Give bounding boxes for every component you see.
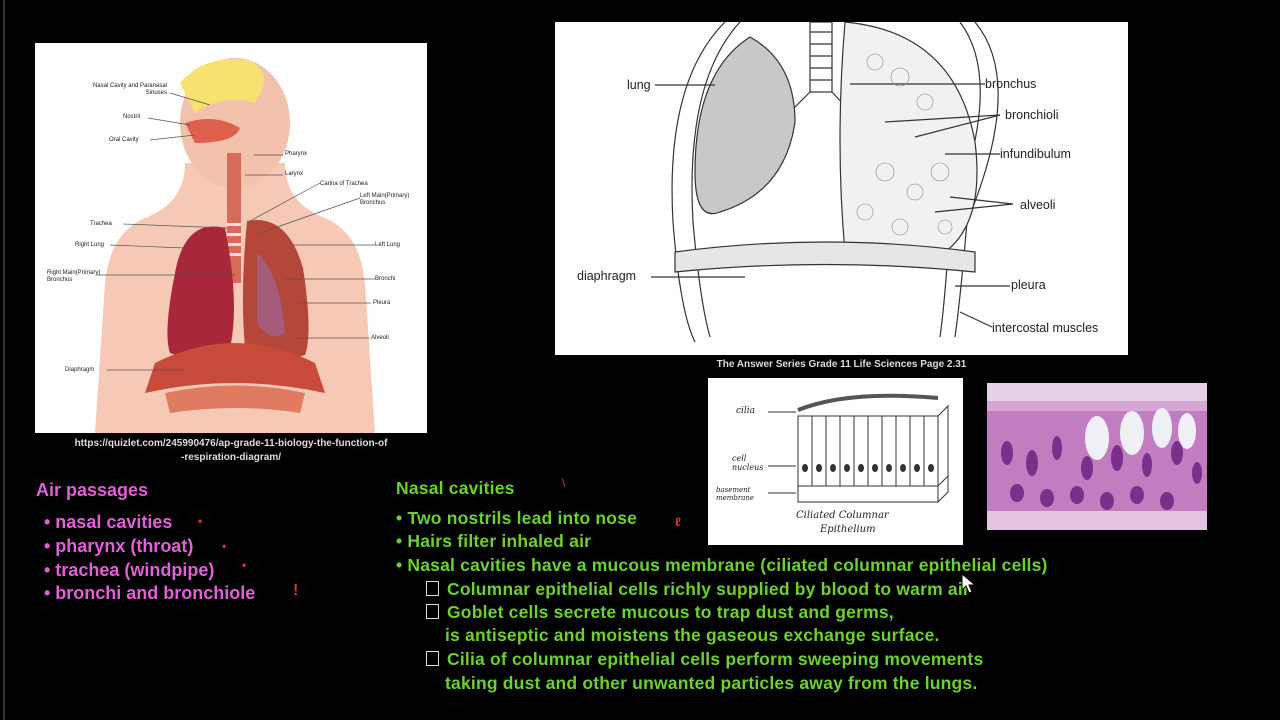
label-nasal-cavity: Nasal Cavity and Paranasal Sinuses — [92, 83, 167, 96]
label-basement-membrane: basement membrane — [716, 486, 755, 502]
checkbox-icon — [426, 581, 439, 596]
ciliated-epithelium-sketch: cilia cell nucleus basement membrane Cil… — [708, 378, 963, 545]
label-alveoli-lung: alveoli — [1020, 198, 1056, 212]
left-image-source-line2: -respiration-diagram/ — [180, 452, 282, 463]
checkbox-icon — [426, 604, 439, 619]
annotation-dot: • — [198, 514, 203, 528]
label-pleura: Pleura — [373, 300, 391, 306]
micrograph-drawing — [987, 383, 1207, 530]
left-image-source-line1: https://quizlet.com/245990476/ap-grade-1… — [74, 438, 388, 449]
annotation-dot: • — [222, 539, 227, 553]
label-right-lung: Right Lung — [75, 242, 105, 248]
air-item-pharynx: • pharynx (throat) — [44, 536, 194, 556]
label-diaphragm-lung: diaphragm — [577, 269, 637, 283]
mouse-cursor-icon — [961, 573, 977, 594]
sub-item-columnar: Columnar epithelial cells richly supplie… — [426, 579, 970, 600]
label-right-bronchus: Right Main(Primary) Bronchus — [47, 270, 101, 283]
nasal-item-mucous: • Nasal cavities have a mucous membrane … — [396, 555, 1048, 575]
label-larynx: Larynx — [285, 171, 304, 177]
lung-cross-section-drawing — [651, 22, 1014, 343]
lung-image-source: The Answer Series Grade 11 Life Sciences… — [716, 359, 967, 370]
sketch-title-line1: Ciliated Columnar — [796, 510, 889, 521]
respiratory-system-image: Nasal Cavity and Paranasal Sinuses Nostr… — [35, 43, 427, 433]
nasal-cavities-title: Nasal cavities — [396, 478, 515, 498]
left-edge-line — [3, 0, 5, 720]
label-left-bronchus: Left Main(Primary) Bronchus — [360, 193, 410, 206]
label-cilia: cilia — [736, 406, 756, 416]
label-pharynx: Pharynx — [285, 151, 308, 157]
epithelium-sketch-drawing — [768, 393, 949, 503]
air-item-trachea: • trachea (windpipe) — [44, 560, 215, 580]
lung-diagram-image: lung bronchus bronchioli infundibulum al… — [555, 22, 1128, 355]
label-bronchioli: bronchioli — [1005, 108, 1059, 122]
nasal-item-hairs: • Hairs filter inhaled air — [396, 531, 592, 551]
label-left-lung: Left Lung — [375, 242, 401, 248]
label-infundibulum: infundibulum — [1000, 147, 1071, 161]
label-trachea: Trachea — [90, 221, 112, 227]
label-lung: lung — [627, 78, 651, 92]
annotation-dot: • — [242, 558, 247, 572]
label-bronchi: Bronchi — [375, 276, 396, 282]
label-nostril: Nostril — [123, 114, 141, 120]
label-intercostal: intercostal muscles — [992, 321, 1099, 335]
checkbox-icon — [426, 651, 439, 666]
sub-item-goblet: Goblet cells secrete mucous to trap dust… — [426, 602, 894, 623]
annotation-mark: \ — [562, 476, 566, 490]
nasal-item-nostrils: • Two nostrils lead into nose — [396, 508, 638, 528]
sub-item-cilia-cont: taking dust and other unwanted particles… — [445, 673, 978, 693]
air-item-nasal: • nasal cavities — [44, 512, 173, 532]
sketch-title-line2: Epithelium — [820, 524, 876, 535]
sub-item-cilia: Cilia of columnar epithelial cells perfo… — [426, 649, 983, 670]
annotation-mark: ℓ — [675, 515, 681, 529]
label-cell-nucleus: cell nucleus — [732, 454, 764, 472]
sub-item-goblet-cont: is antiseptic and moistens the gaseous e… — [445, 625, 940, 645]
annotation-mark: ! — [293, 582, 299, 599]
air-passages-title: Air passages — [36, 480, 149, 500]
epithelium-micrograph — [987, 383, 1207, 530]
label-alveoli: Alveoli — [371, 335, 389, 341]
label-diaphragm: Diaphragm — [65, 367, 95, 373]
label-carina: Carina of Trachea — [320, 181, 368, 187]
label-pleura-lung: pleura — [1011, 278, 1046, 292]
air-item-bronchi: • bronchi and bronchiole — [44, 583, 256, 603]
respiratory-system-drawing — [95, 58, 375, 433]
label-oral-cavity: Oral Cavity — [109, 137, 139, 143]
label-bronchus: bronchus — [985, 77, 1037, 91]
